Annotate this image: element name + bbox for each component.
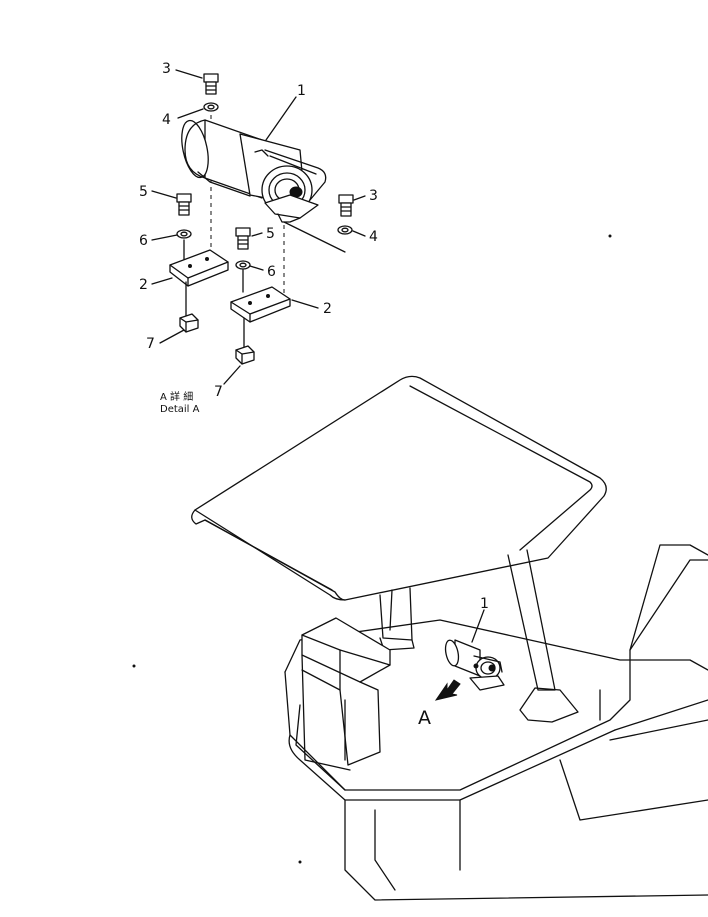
leader-line-main	[471, 609, 485, 643]
callout-7: 7	[146, 336, 155, 352]
callout-1: 1	[297, 83, 306, 99]
callout-7: 7	[214, 384, 223, 400]
leader-lines	[151, 69, 366, 385]
callout-5: 5	[266, 226, 275, 242]
callout-3: 3	[162, 61, 171, 77]
washer-center	[235, 260, 251, 270]
callout-4: 4	[162, 112, 171, 128]
callout-4: 4	[369, 229, 378, 245]
nut-left	[179, 313, 199, 333]
callout-6: 6	[267, 264, 276, 280]
canopy-roof	[191, 375, 607, 601]
detail-caption-jp: A 詳 細	[160, 390, 193, 403]
bolt-top-right	[338, 194, 354, 217]
bracket-left	[169, 249, 229, 287]
callout-5: 5	[139, 184, 148, 200]
control-console	[301, 617, 391, 771]
stray-dot	[608, 234, 612, 238]
center-line	[283, 221, 346, 253]
stray-dot	[298, 860, 302, 864]
view-arrow-a	[434, 679, 461, 701]
callout-2: 2	[139, 277, 148, 293]
view-label-a: A	[418, 707, 431, 729]
bolt-center	[235, 227, 251, 250]
machine-body	[284, 544, 708, 901]
callout-2: 2	[323, 301, 332, 317]
callout-6: 6	[139, 233, 148, 249]
nut-right	[235, 345, 255, 365]
bracket-right	[230, 286, 291, 323]
bolt-left	[176, 193, 192, 216]
canopy-posts	[379, 549, 579, 723]
machine-view: 1 A	[132, 234, 708, 901]
detail-a-assembly: 3 4 1 5 6 2 7 5 6 2 3 4 7 A 詳 細 Detail A	[139, 61, 378, 415]
bolt-top-left	[203, 73, 219, 95]
washer-left	[176, 229, 192, 239]
wiper-motor-installed	[444, 639, 505, 691]
washer-top-left	[203, 102, 219, 112]
callout-1-main: 1	[480, 596, 489, 612]
washer-right	[337, 225, 353, 235]
callout-3: 3	[369, 188, 378, 204]
detail-caption-en: Detail A	[160, 404, 200, 415]
stray-dot	[132, 664, 136, 668]
wiper-motor-detail	[181, 119, 327, 223]
